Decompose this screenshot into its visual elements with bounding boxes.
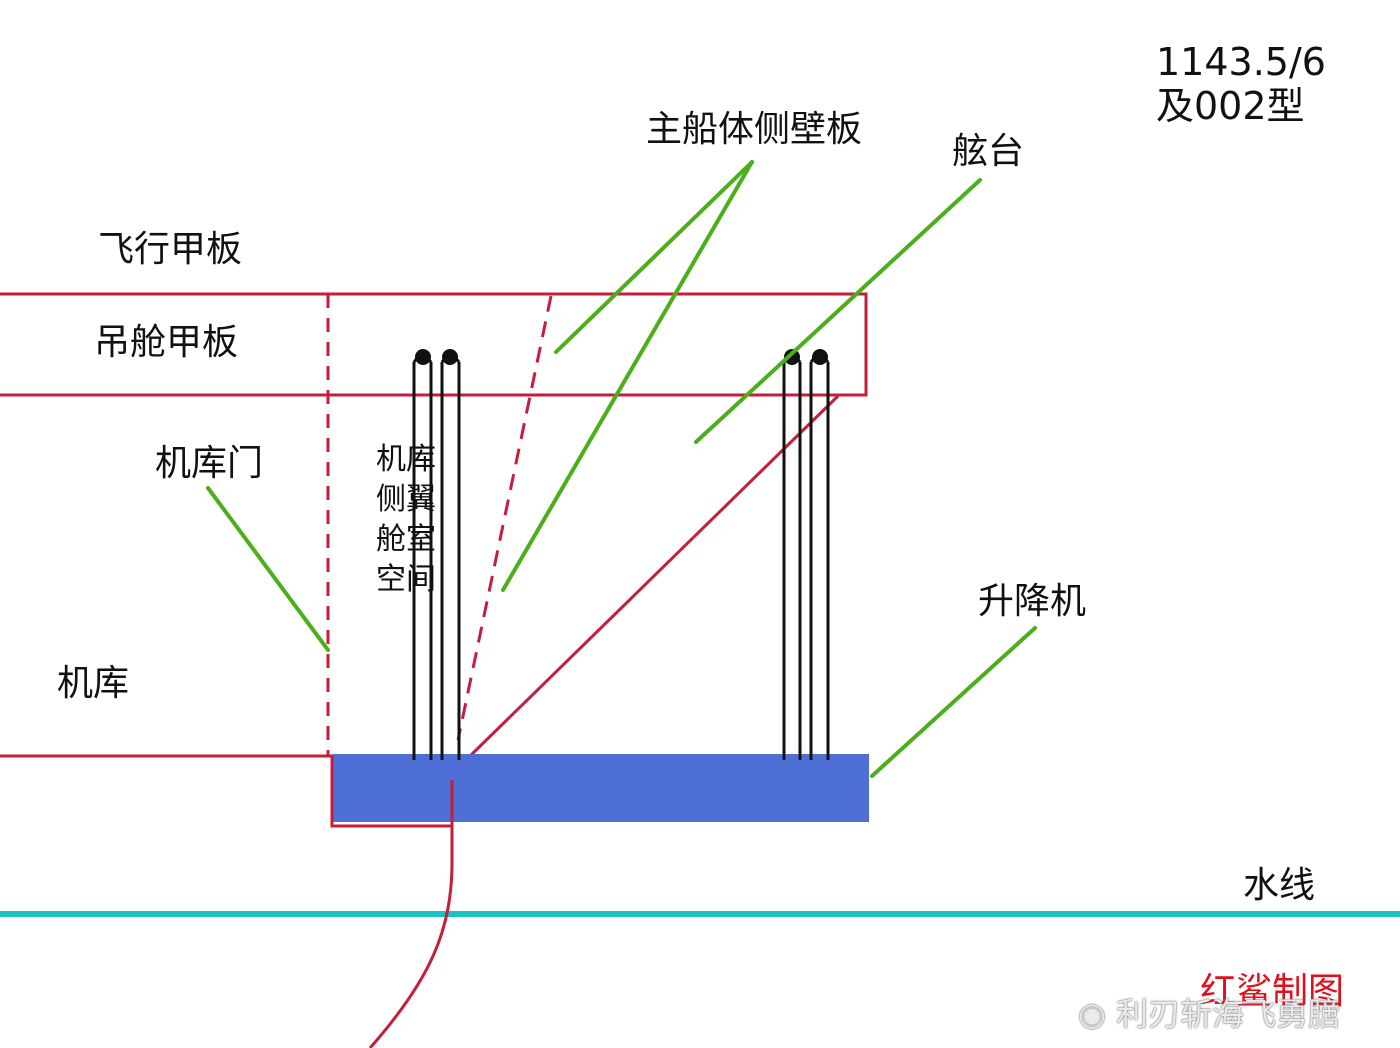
hull-side-plate-line xyxy=(456,295,553,741)
author-credit: 红鲨制图 xyxy=(1200,971,1345,1012)
flight-deck-label: 飞行甲板 xyxy=(98,229,243,270)
elevator-platform xyxy=(332,754,869,822)
hull-side-plate-leader xyxy=(501,160,754,592)
model-reference: 1143.5/6 及002型 xyxy=(1156,40,1326,128)
elevator-leader xyxy=(870,626,1037,778)
hull-side-plate-label: 主船体侧壁板 xyxy=(646,109,863,150)
sponson-strut-line xyxy=(468,394,840,758)
pulley-icon xyxy=(784,349,800,365)
gallery-deck-label: 吊舱甲板 xyxy=(94,322,239,363)
pulley-icon xyxy=(442,349,458,365)
hangar-door-leader xyxy=(206,486,330,652)
waterline-label: 水线 xyxy=(1243,865,1316,906)
hangar-label: 机库 xyxy=(57,663,130,704)
sponson-label: 舷台 xyxy=(952,131,1025,172)
pulley-icon xyxy=(415,349,431,365)
lower-hull-outline xyxy=(330,756,452,828)
side-space-label: 机库侧翼舱室空间 xyxy=(376,442,436,597)
weibo-icon: ◉ xyxy=(1078,995,1106,1033)
hull-curve xyxy=(368,780,454,1048)
pulley-icon xyxy=(812,349,828,365)
watermark-text: 利刃斩海飞勇膪 xyxy=(1116,995,1341,1033)
watermark: ◉ 利刃斩海飞勇膪 xyxy=(1078,998,1340,1030)
elevator-cables-right xyxy=(782,354,830,760)
sponson-leader xyxy=(694,178,982,444)
hangar-door-label: 机库门 xyxy=(155,443,264,484)
elevator-label: 升降机 xyxy=(978,581,1087,622)
hull-side-plate-leader xyxy=(554,160,754,354)
